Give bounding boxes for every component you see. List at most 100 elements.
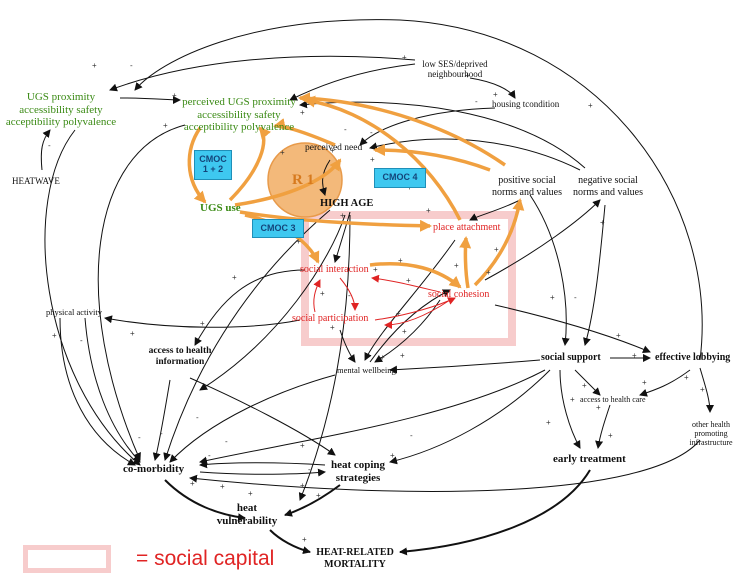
svg-text:+: + <box>373 265 378 274</box>
svg-text:-: - <box>308 465 311 474</box>
arrow-socsupport-healthcare <box>574 369 601 396</box>
svg-text:+: + <box>406 276 411 285</box>
svg-text:-: - <box>436 543 439 552</box>
svg-text:-: - <box>225 437 228 446</box>
arrow-ugsuse-perceivedneed <box>234 158 342 207</box>
node-social-cohesion: social cohesion <box>428 289 490 300</box>
cmoc-3-box: CMOC 3 <box>252 219 304 238</box>
node-access-health-info: access to health information <box>148 346 212 367</box>
node-social-support: social support <box>541 352 601 363</box>
arrow-socpart-mental <box>339 329 356 363</box>
arrow-socinter-cohesion <box>369 261 462 289</box>
arrow-placeatt-perceivedugs <box>303 95 462 221</box>
svg-text:+: + <box>172 91 177 100</box>
arrow-cohesion-posnorms <box>473 198 525 287</box>
svg-text:+: + <box>550 293 555 302</box>
arrow-cohesion-socpart <box>384 299 451 329</box>
node-comorbidity: co-morbidity <box>123 463 185 475</box>
svg-text:-: - <box>348 291 351 300</box>
arrow-cohesion-socinter <box>371 274 441 293</box>
svg-text:+: + <box>92 61 97 70</box>
svg-text:-: - <box>475 97 478 106</box>
svg-text:-: - <box>160 429 163 438</box>
svg-text:-: - <box>196 413 199 422</box>
svg-text:+: + <box>320 289 325 298</box>
arrow-coping-vuln <box>284 484 341 517</box>
svg-text:+: + <box>248 489 253 498</box>
svg-text:-: - <box>344 125 347 134</box>
node-early-treatment: early treatment <box>553 453 626 465</box>
svg-text:+: + <box>220 482 225 491</box>
svg-text:+: + <box>426 206 431 215</box>
arrow-healthinfo-coping <box>189 377 336 456</box>
svg-text:+: + <box>130 329 135 338</box>
svg-text:+: + <box>684 373 689 382</box>
svg-text:+: + <box>330 146 335 155</box>
svg-text:+: + <box>465 71 470 80</box>
node-social-participation: social participation <box>292 313 369 324</box>
arrow-early-mortality <box>399 469 591 556</box>
arrow-negnorms-socsupport <box>583 204 606 346</box>
svg-text:+: + <box>390 451 395 460</box>
arrow-socsupport-comorb <box>199 369 546 465</box>
node-perceived-ugs: perceived UGS proximity accessibility sa… <box>182 96 296 134</box>
svg-text:+: + <box>588 101 593 110</box>
svg-text:+: + <box>600 218 605 227</box>
node-heat-vulnerability: heat vulnerability <box>216 502 278 527</box>
svg-text:-: - <box>138 433 141 442</box>
svg-text:+: + <box>52 331 57 340</box>
arrow-ugsuse-perceivedugs <box>228 126 272 202</box>
node-negative-norms: negative social norms and values <box>573 175 643 198</box>
arrow-healthinfo-comorb <box>152 379 171 461</box>
arrow-cohesion-negnorms <box>484 199 601 281</box>
arrow-socpart-cohesion <box>374 297 456 321</box>
svg-text:+: + <box>302 535 307 544</box>
arrow-lowses-ugsprox <box>109 55 416 92</box>
arrow-socsupport-coping <box>389 369 551 465</box>
node-social-interaction: social interaction <box>300 264 369 275</box>
arrow-lowses-housing <box>469 77 516 99</box>
cmoc-4-box: CMOC 4 <box>374 168 426 188</box>
arrow-highage-vuln <box>298 214 351 501</box>
node-other-health: other health promoting infrastructure <box>689 420 733 448</box>
node-mortality: HEAT-RELATED MORTALITY <box>316 547 394 570</box>
svg-text:+: + <box>296 237 301 246</box>
svg-text:-: - <box>370 128 373 137</box>
arrow-socpart-physical <box>104 315 301 328</box>
arrow-socinter-healthinfo <box>194 269 306 346</box>
node-perceived-need: perceived need <box>305 143 363 153</box>
social-capital-region <box>301 211 516 346</box>
arrow-coping-comorb <box>199 460 326 469</box>
svg-text:+: + <box>340 211 345 220</box>
svg-text:+: + <box>402 53 407 62</box>
arrow-posnorms-socsupport <box>529 194 570 346</box>
arrow-highage-socinter <box>333 211 351 263</box>
node-housing: housing tcondition <box>492 99 560 109</box>
node-access-health-care: access to health care <box>580 395 646 404</box>
arrow-comorb-coping <box>199 468 326 477</box>
node-heatwave: HEATWAVE <box>12 176 60 186</box>
svg-text:+: + <box>493 90 498 99</box>
node-high-age: HIGH AGE <box>320 198 374 209</box>
arrow-cohesion-lobbying <box>494 304 651 353</box>
svg-text:+: + <box>370 155 375 164</box>
arrow-lowses-perceived <box>289 63 416 101</box>
svg-text:+: + <box>486 268 491 277</box>
svg-text:+: + <box>596 403 601 412</box>
svg-text:+: + <box>330 323 335 332</box>
arrow-cohesion-placeatt <box>459 236 472 289</box>
node-positive-norms: positive social norms and values <box>492 175 562 198</box>
node-physical-activity: physical activity <box>46 307 102 317</box>
node-low-ses: low SES/deprived neighbourhood <box>422 59 488 80</box>
arrow-socinter-socpart <box>339 277 359 311</box>
node-r1-loop: R 1 <box>292 172 315 188</box>
svg-text:+: + <box>300 108 305 117</box>
legend-social-capital-label: = social capital <box>136 547 275 570</box>
node-ugs-proximity: UGS proximity accessibility safety accep… <box>5 91 117 129</box>
svg-text:-: - <box>574 293 577 302</box>
arrow-cohesion-mental <box>374 299 441 363</box>
svg-text:-: - <box>130 61 133 70</box>
svg-text:+: + <box>642 378 647 387</box>
svg-text:+: + <box>396 309 401 318</box>
